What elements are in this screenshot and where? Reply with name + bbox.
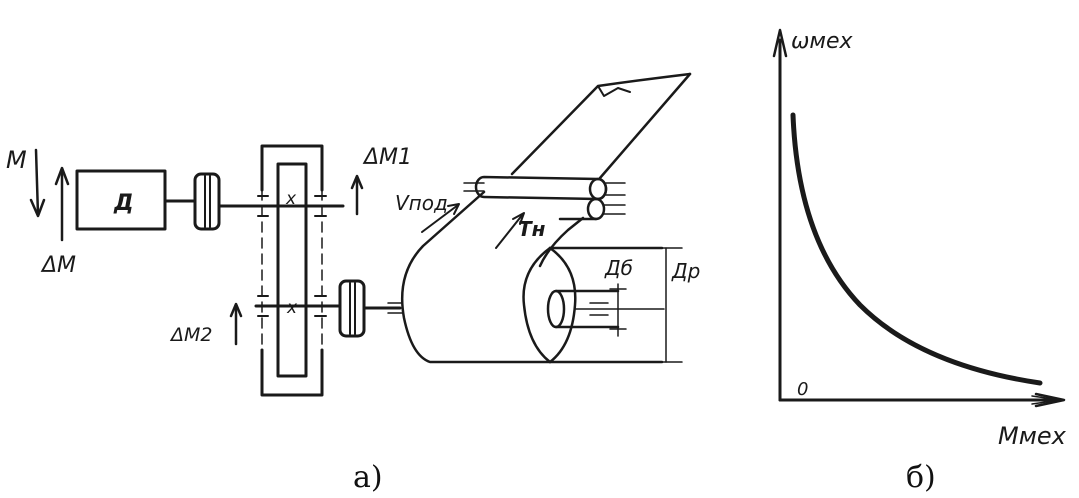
x-axis-label: Ммех [998, 422, 1067, 450]
caption-b: б) [906, 460, 936, 495]
moment-label: М [6, 146, 27, 174]
coupling-bottom [338, 279, 366, 338]
tension-label: Тн [518, 217, 546, 241]
characteristic-curve [790, 112, 1043, 386]
drum-diameter-label: Дб [604, 256, 633, 280]
speed-label: Vпод [395, 191, 448, 215]
coupling-top [193, 172, 221, 231]
gear-mark-bottom: х [286, 298, 298, 318]
mechanical-characteristic-plot: ωмех Ммех 0 б) [772, 28, 1067, 495]
gearbox-housing [260, 144, 324, 397]
caption-a: а) [353, 460, 383, 495]
delta-moment-input-label: ΔМ [40, 253, 76, 278]
origin-label: 0 [797, 379, 808, 400]
paper-roll [522, 246, 665, 364]
delta-m2-label: ΔМ2 [169, 324, 212, 346]
paper-web [400, 72, 692, 364]
dimension-lines [609, 247, 683, 363]
motor-label: Д [113, 191, 134, 216]
delta-m1-label: ΔМ1 [362, 145, 412, 170]
mechanism-schematic: М ΔМ1 ΔМ Д х [6, 72, 700, 495]
gear-shaft-lower [254, 295, 342, 317]
guide-rollers [463, 175, 626, 221]
roll-diameter-label: Др [671, 259, 700, 283]
y-axis-label: ωмех [791, 29, 854, 54]
input-moment-arrows [29, 148, 70, 242]
gear-shaft-upper [254, 195, 345, 217]
gear-mark-top: х [285, 189, 297, 209]
